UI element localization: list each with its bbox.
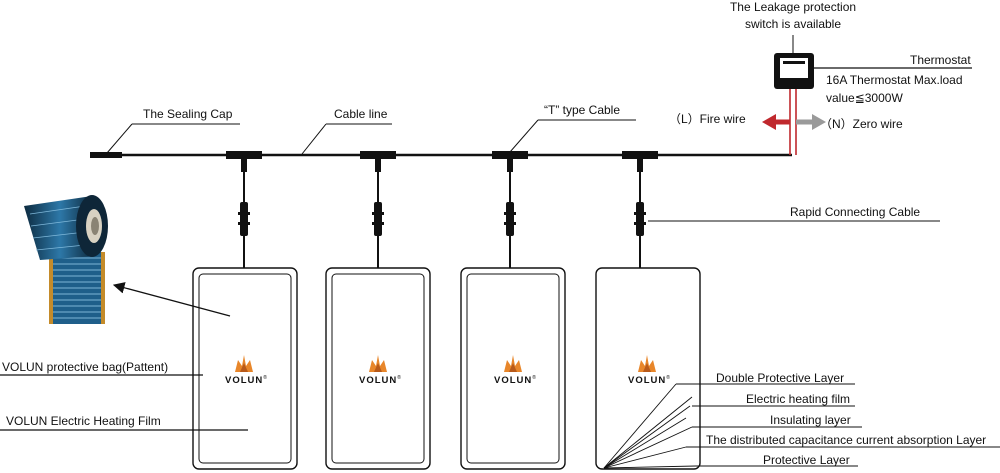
thermostat-spec-line2: value≦3000W bbox=[826, 91, 903, 105]
t-cable-leader bbox=[509, 119, 539, 153]
sealing-cap-label: The Sealing Cap bbox=[143, 107, 233, 121]
thermostat-device bbox=[774, 53, 814, 89]
sealing-cap-leader bbox=[106, 123, 133, 154]
zero-wire-arrow-icon bbox=[796, 114, 826, 130]
leakage-label-line2: switch is available bbox=[744, 17, 842, 31]
volun-brand-2: VOLUN® bbox=[359, 375, 401, 387]
film-roll-image bbox=[24, 195, 108, 324]
protective-bag-label: VOLUN protective bag(Pattent) bbox=[2, 360, 169, 374]
cable-line-label: Cable line bbox=[334, 107, 388, 121]
capacitance-label: The distributed capacitance current abso… bbox=[706, 433, 987, 447]
volun-logo-icon-1 bbox=[235, 355, 253, 372]
volun-logo-icon-3 bbox=[504, 355, 522, 372]
drop-cable-4 bbox=[634, 170, 646, 268]
fire-wire-arrow-icon bbox=[762, 114, 790, 130]
heating-film-label: VOLUN Electric Heating Film bbox=[6, 414, 161, 428]
fire-wire-label: （L）Fire wire bbox=[669, 112, 746, 126]
drop-cable-3 bbox=[504, 170, 516, 268]
protective-layer-label: Protective Layer bbox=[763, 453, 850, 467]
drop-cable-1 bbox=[238, 170, 250, 268]
volun-brand-3: VOLUN® bbox=[494, 375, 536, 387]
layer-leader-fan bbox=[603, 383, 697, 469]
t-connector-1 bbox=[226, 151, 262, 172]
electric-film-label: Electric heating film bbox=[746, 392, 851, 406]
volun-logo-icon-2 bbox=[369, 355, 387, 372]
t-cable-label: “T” type Cable bbox=[544, 103, 621, 117]
leakage-label-line1: The Leakage protection bbox=[729, 0, 857, 14]
volun-logo-icon-4 bbox=[638, 355, 656, 372]
insulating-label: Insulating layer bbox=[770, 413, 851, 427]
thermostat-spec-line1: 16A Thermostat Max.load bbox=[826, 73, 963, 87]
sealing-cap bbox=[90, 152, 122, 158]
cable-line-leader bbox=[301, 123, 327, 155]
t-connector-3 bbox=[492, 151, 528, 172]
t-connector-2 bbox=[360, 151, 396, 172]
volun-brand-1: VOLUN® bbox=[225, 375, 267, 387]
rapid-cable-label: Rapid Connecting Cable bbox=[790, 205, 921, 219]
thermostat-label: Thermostat bbox=[910, 53, 971, 67]
zero-wire-label: （N）Zero wire bbox=[820, 117, 903, 131]
double-layer-label: Double Protective Layer bbox=[716, 371, 845, 385]
drop-cable-2 bbox=[372, 170, 384, 268]
roll-pointer-arrow bbox=[112, 282, 231, 317]
thermostat-supply-wires bbox=[789, 89, 797, 155]
volun-brand-4: VOLUN® bbox=[628, 375, 670, 387]
t-connector-4 bbox=[622, 151, 658, 172]
